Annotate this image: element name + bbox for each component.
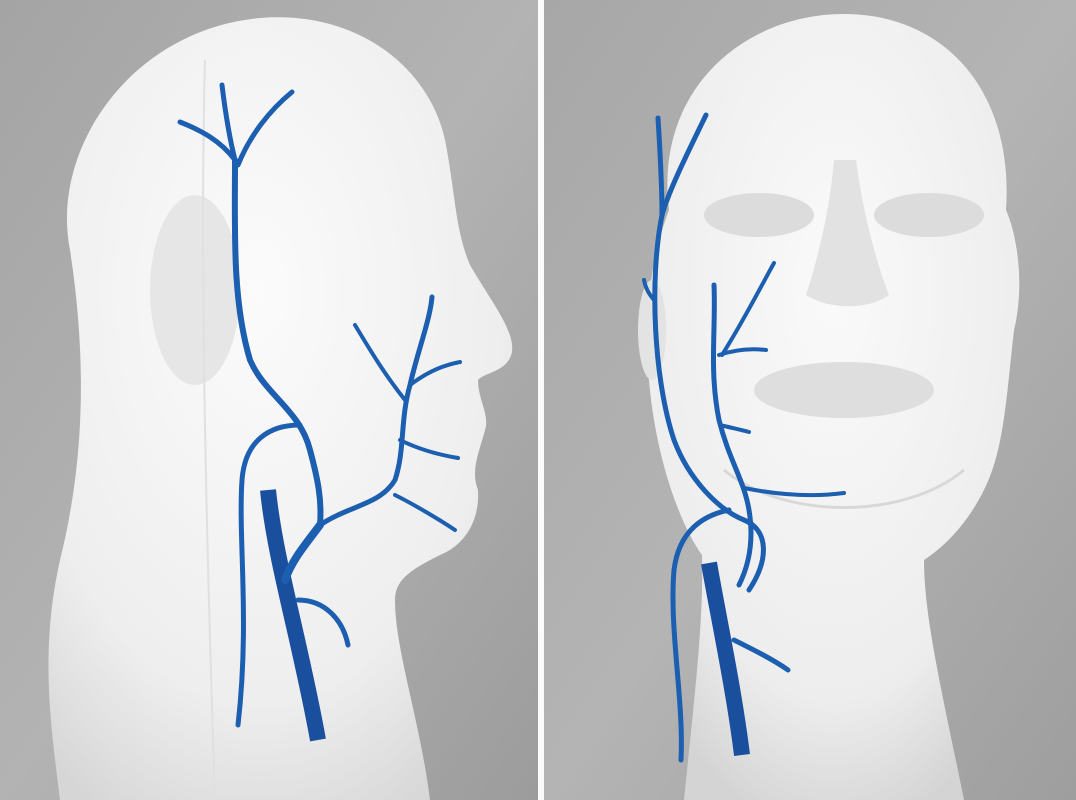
lateral-view-image [0,0,538,800]
right-eye-socket [874,193,984,237]
lateral-view-panel [0,0,538,800]
frontal-view-panel [544,0,1076,800]
left-eye-socket [704,193,814,237]
mouth [754,362,934,418]
ear [150,195,240,385]
frontal-view-image [544,0,1076,800]
